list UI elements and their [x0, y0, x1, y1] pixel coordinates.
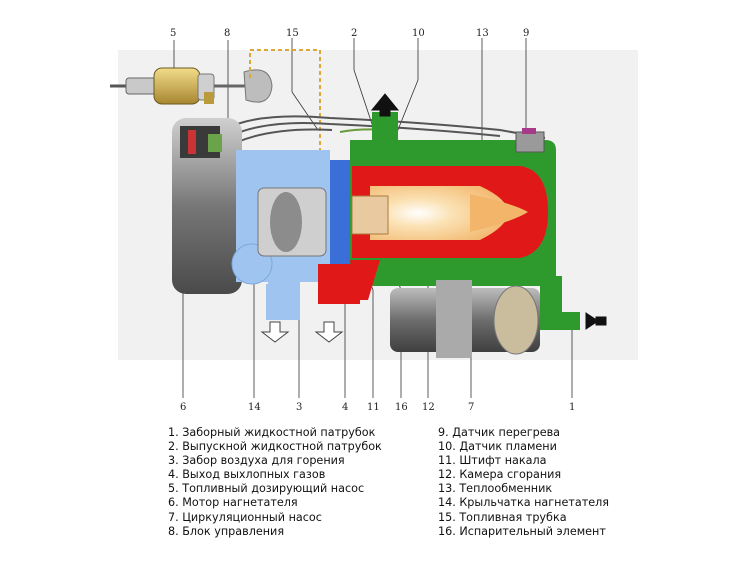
- callout-11: 11: [367, 402, 380, 413]
- legend-left-column: 1. Заборный жидкостной патрубок 2. Выпус…: [168, 426, 382, 539]
- circulation-pump: [390, 280, 540, 358]
- overheat-sensor: [515, 128, 545, 153]
- callout-13: 13: [476, 28, 489, 39]
- callout-9: 9: [523, 28, 529, 39]
- coolant-pipes: [372, 112, 580, 330]
- legend-item: 6. Мотор нагнетателя: [168, 496, 298, 510]
- callout-14: 14: [248, 402, 261, 413]
- combustion-air-blower: [231, 150, 350, 320]
- legend-item: 15. Топливная трубка: [438, 510, 567, 524]
- legend-item: 10. Датчик пламени: [438, 440, 557, 454]
- flow-arrows: [370, 93, 607, 330]
- legend-item: 5. Топливный дозирующий насос: [168, 482, 365, 496]
- heater-cutaway-diagram: 5 8 15 2 10 13 9 6 14 3 4 11 16 12 7 1: [110, 28, 638, 413]
- legend-item: 14. Крыльчатка нагнетателя: [438, 496, 610, 510]
- callout-3: 3: [296, 402, 302, 413]
- exhaust-out-arrow: [314, 321, 344, 343]
- heat-exchanger: [318, 140, 556, 304]
- callout-7: 7: [468, 402, 474, 413]
- callout-16: 16: [395, 402, 408, 413]
- callout-4: 4: [342, 402, 348, 413]
- callout-2: 2: [351, 28, 357, 39]
- callout-10: 10: [412, 28, 425, 39]
- callout-numbers: 5 8 15 2 10 13 9 6 14 3 4 11 16 12 7 1: [170, 28, 575, 413]
- legend-item: 2. Выпускной жидкостной патрубок: [168, 440, 382, 454]
- legend-item: 1. Заборный жидкостной патрубок: [168, 426, 376, 439]
- flame-tongue: [470, 194, 528, 232]
- legend-item: 8. Блок управления: [168, 524, 285, 538]
- callout-5: 5: [170, 28, 176, 39]
- coolant-inlet-pipe: [540, 276, 562, 320]
- legend-item: 11. Штифт накала: [438, 454, 547, 468]
- legend-item: 13. Теплообменник: [438, 482, 553, 496]
- coolant-outlet-pipe: [372, 112, 398, 152]
- callout-1: 1: [569, 402, 575, 413]
- callout-6: 6: [180, 402, 186, 413]
- legend-item: 16. Испарительный элемент: [438, 524, 606, 538]
- air-in-arrow: [260, 321, 290, 343]
- legend-item: 9. Датчик перегрева: [438, 426, 561, 439]
- callout-12: 12: [422, 402, 435, 413]
- legend-item: 3. Забор воздуха для горения: [168, 454, 345, 468]
- legend-item: 12. Камера сгорания: [438, 468, 562, 482]
- legend-item: 4. Выход выхлопных газов: [168, 468, 326, 482]
- fuel-tube: [249, 49, 321, 150]
- callout-15: 15: [286, 28, 299, 39]
- legend-item: 7. Циркуляционный насос: [168, 510, 322, 524]
- callout-8: 8: [224, 28, 230, 39]
- inlet-arrow: [585, 312, 599, 330]
- legend-right-column: 9. Датчик перегрева 10. Датчик пламени 1…: [438, 426, 609, 539]
